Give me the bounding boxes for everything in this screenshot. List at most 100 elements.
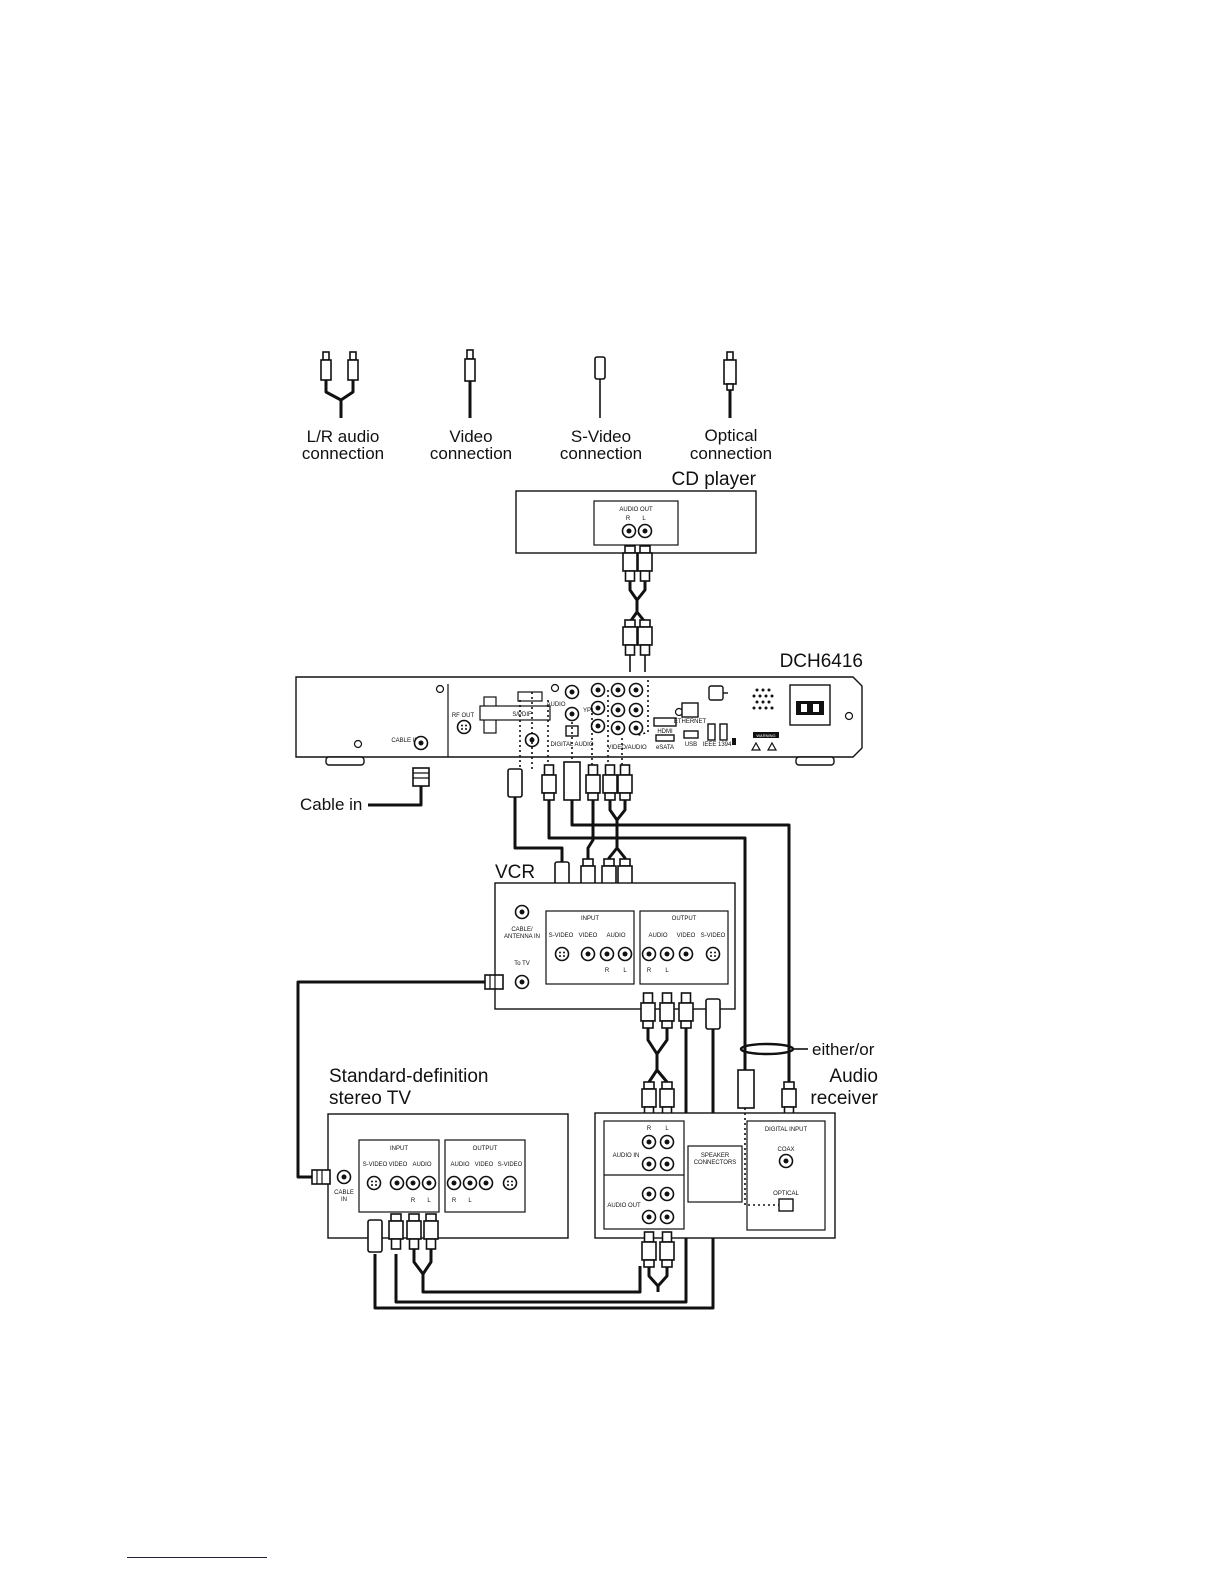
cd-audio-out-label: AUDIO OUT [619,507,653,513]
dch-jack-icon [610,702,626,718]
dch-jack-icon [610,682,626,698]
svideo-plug-icon [507,768,523,798]
tv-output-svideo-jack-icon [502,1175,518,1191]
dch-jack-icon [628,682,644,698]
vcr-input-audio-label: AUDIO [606,933,625,939]
legend-svideo-line1: S-Video [571,427,631,446]
cd-jack-l-icon [637,523,653,539]
receiver-jack-icon [659,1186,675,1202]
dch-1394-port [707,723,716,741]
vcr-output-audio-r-jack-icon [641,946,657,962]
svideo-plug-icon [705,998,721,1030]
vcr-input-svideo-jack-icon [554,946,570,962]
cd-l-label: L [642,516,646,522]
cable-in-connection: Cable in [300,767,430,814]
dch-foot [325,756,365,766]
receiver-jack-icon [641,1156,657,1172]
lr-audio-plug-icon [320,351,359,418]
optical-plug-icon [723,351,737,418]
receiver-coax-jack-icon [778,1153,794,1169]
warning-triangle-icon [750,741,778,751]
cd-jack-r-icon [621,523,637,539]
receiver-jack-icon [659,1156,675,1172]
either-or-marker: either/or [739,1040,875,1059]
optical-plug-icon [737,1069,755,1109]
video-plug-icon [464,349,476,418]
svideo-plug-icon [594,356,606,418]
vcr-input-audio-r-jack-icon [599,946,615,962]
receiver-audio-out-label: AUDIO OUT [607,1203,641,1209]
legend-optical-line2: connection [690,444,772,463]
dch-jack-icon [564,706,580,722]
vcr-output-audio-l-jack-icon [659,946,675,962]
receiver-speaker-label-1: SPEAKER [701,1153,730,1159]
legend-svideo: S-Video connection [560,356,642,463]
cd-player-title: CD player [672,469,757,490]
dch-audio-label: AUDIO [546,702,565,708]
legend-optical-line1: Optical [705,426,758,445]
dch-jack-icon [628,720,644,736]
tv-output-video-label: VIDEO [475,1162,494,1168]
dch-cable-in-label: CABLE IN [391,738,418,744]
cable-in-label: Cable in [300,795,362,814]
dch6416-receiver: DCH6416 CABLE IN RF OUT S/PDIF AUDIO YPb… [295,651,863,766]
tv-input-r-label: R [411,1198,416,1204]
receiver-l-label: L [665,1126,669,1132]
receiver-jack-icon [659,1209,675,1225]
vcr-input-audio-l-jack-icon [617,946,633,962]
screw-icon [353,739,363,749]
tv-output-audio-l-jack-icon [462,1175,478,1191]
either-or-label: either/or [812,1040,875,1059]
dch-jack-icon [628,702,644,718]
legend-svideo-line2: connection [560,444,642,463]
receiver-coax-label: COAX [777,1147,794,1153]
tv-input-audio-r-jack-icon [405,1175,421,1191]
legend-optical: Optical connection [690,351,772,463]
dch-usb-label: USB [685,742,697,748]
tv-cable-in-label-2: IN [341,1197,347,1203]
receiver-digital-input-label: DIGITAL INPUT [765,1127,808,1133]
footer-rule [127,1557,267,1558]
legend-video-line1: Video [449,427,492,446]
dch-jack-icon [590,682,606,698]
screw-icon [844,711,854,721]
receiver-r-label: R [647,1126,652,1132]
vcr-input-svideo-label: S-VIDEO [549,933,574,939]
vcr-title: VCR [495,862,535,883]
receiver-title-line2: receiver [810,1088,878,1109]
vcr-output-video-label: VIDEO [677,933,696,939]
vcr-output-svideo-label: S-VIDEO [701,933,726,939]
vcr-output-svideo-jack-icon [705,946,721,962]
vcr: VCR CABLE/ ANTENNA IN To TV INPUT S-VIDE… [494,858,736,1010]
tv-cable-in-jack-icon [336,1169,352,1185]
dch-ethernet-label: ETHERNET [674,719,707,725]
dch-1394-port [719,723,728,741]
dch-jack-icon [590,718,606,734]
tv-input-l-label: L [427,1198,431,1204]
cd-player: CD player AUDIO OUT R L [515,469,757,554]
vcr-antenna-jack-icon [514,904,530,920]
cd-audio-out-panel [593,500,679,546]
dch-spdif-label: S/PDIF [512,712,532,718]
vcr-output-r-label: R [647,968,652,974]
dch-1394-label: IEEE 1394 [703,742,732,748]
dch-hdmi-port [653,717,677,727]
cd-r-label: R [626,516,631,522]
tv-output-l-label: L [468,1198,472,1204]
legend-lr-audio-line2: connection [302,444,384,463]
tv-output-title: OUTPUT [473,1146,498,1152]
vcr-output-title: OUTPUT [672,916,697,922]
receiver-jack-icon [641,1186,657,1202]
vcr-output-video-jack-icon [678,946,694,962]
vcr-input-r-label: R [605,968,610,974]
vcr-to-tv-coax-cable [296,974,504,1179]
vcr-cable-antenna-label-1: CABLE/ [511,927,533,933]
tv-output-r-label: R [452,1198,457,1204]
tv-output-audio-r-jack-icon [446,1175,462,1191]
receiver-jack-icon [641,1209,657,1225]
vcr-output-l-label: L [665,968,669,974]
tv-output-video-jack-icon [478,1175,494,1191]
optical-plug-icon [563,761,581,801]
receiver-jack-icon [641,1134,657,1150]
receiver-title-line1: Audio [829,1066,878,1087]
